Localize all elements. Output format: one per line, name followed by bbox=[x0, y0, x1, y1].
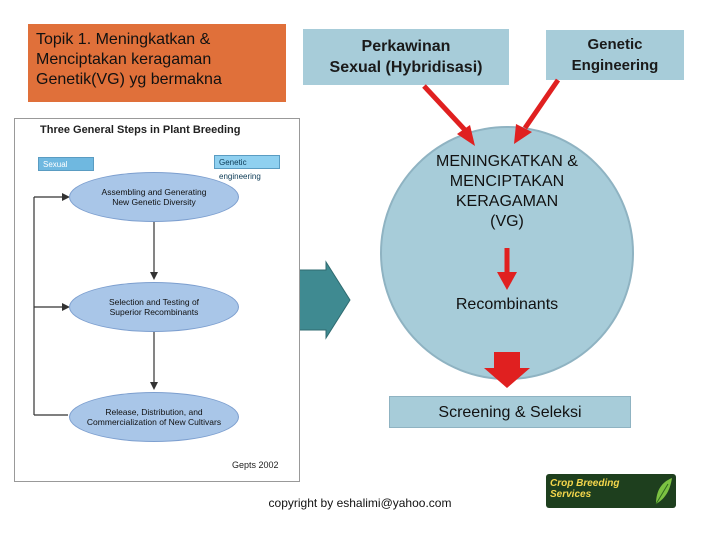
sexual-crosses-tag: Sexual crosses bbox=[38, 157, 94, 183]
crop-breeding-logo bbox=[546, 474, 676, 508]
step-release: Release, Distribution, and Commercializa… bbox=[69, 392, 239, 442]
recombinants-label: Recombinants bbox=[455, 296, 559, 313]
logo-text: Crop Breeding Services bbox=[550, 478, 620, 500]
step-selection: Selection and Testing of Superior Recomb… bbox=[69, 282, 239, 332]
perkawinan-box: Perkawinan Sexual (Hybridisasi) bbox=[303, 29, 509, 85]
arrow-perkawinan-to-circle bbox=[422, 84, 475, 146]
topic-box: Topik 1. Meningkatkan & Menciptakan kera… bbox=[28, 24, 286, 102]
leaf-icon bbox=[655, 478, 672, 505]
circle-text: MENINGKATKAN & MENCIPTAKAN KERAGAMAN (VG… bbox=[436, 153, 578, 230]
arrow-to-recombinants bbox=[497, 248, 517, 290]
arrow-genetic-to-circle bbox=[514, 78, 561, 144]
step-assembling: Assembling and Generating New Genetic Di… bbox=[69, 172, 239, 222]
screening-box: Screening & Seleksi bbox=[389, 396, 631, 428]
block-arrow-to-screening bbox=[484, 352, 530, 388]
figure-credit: Gepts 2002 bbox=[232, 460, 279, 470]
genetic-engineering-tag: Genetic engineering bbox=[214, 155, 280, 181]
figure-title: Three General Steps in Plant Breeding bbox=[40, 124, 241, 136]
copyright-text: copyright by eshalimi@yahoo.com bbox=[268, 496, 452, 510]
genetic-engineering-box: Genetic Engineering bbox=[546, 30, 684, 80]
